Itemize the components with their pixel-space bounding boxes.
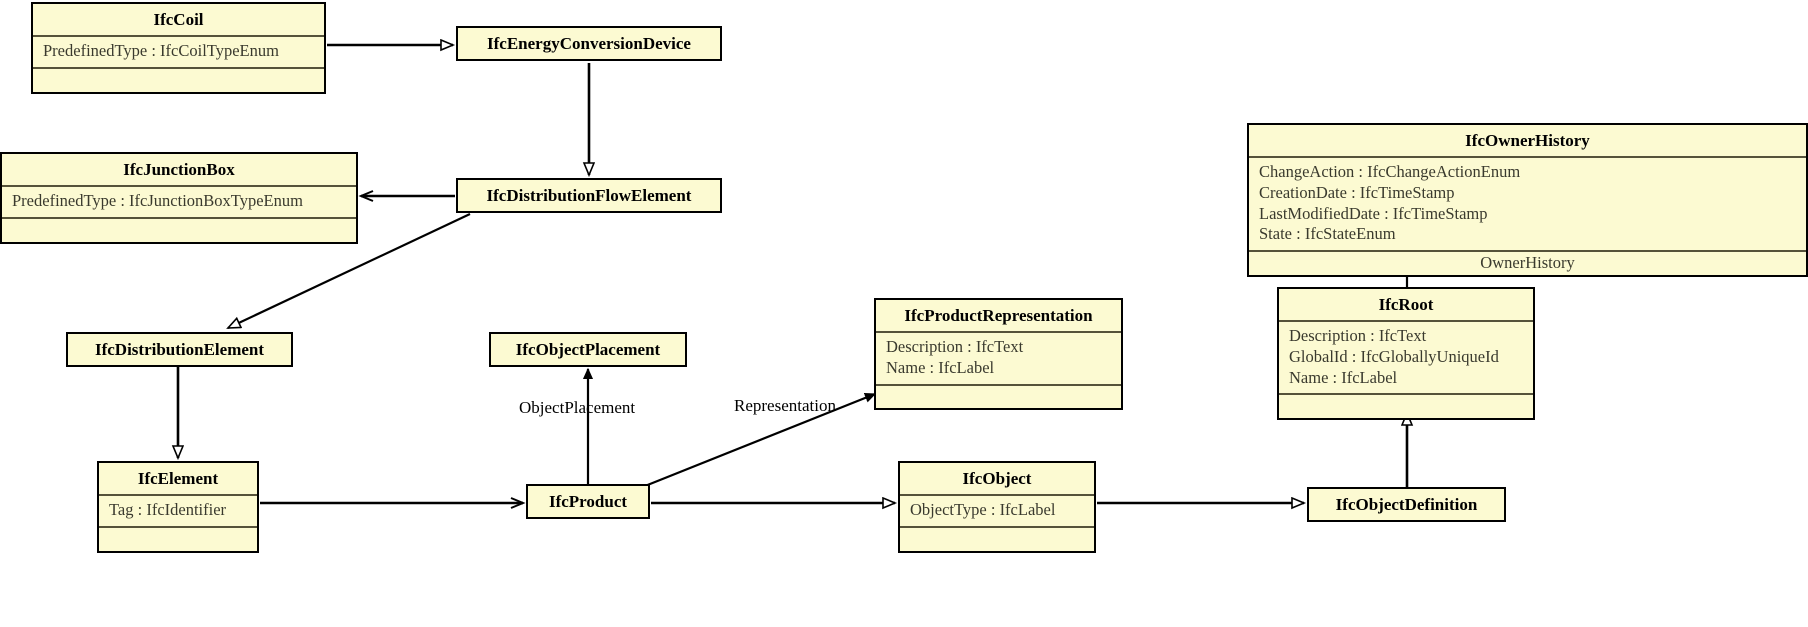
uml-class-name: IfcDistributionElement [94,340,265,359]
uml-class-name: IfcJunctionBox [123,160,235,179]
uml-operations-compartment [2,216,356,242]
uml-class-ifcdistributionelement[interactable]: IfcDistributionElement [66,332,293,368]
uml-class-name: IfcProductRepresentation [904,306,1093,325]
uml-attributes-compartment: PredefinedType : IfcCoilTypeEnum [33,35,324,67]
uml-attribute: Name : IfcLabel [1289,367,1398,387]
uml-class-name: IfcDistributionFlowElement [486,186,692,205]
uml-class-name: IfcRoot [1378,295,1434,314]
uml-attributes-compartment: PredefinedType : IfcJunctionBoxTypeEnum [2,185,356,217]
uml-operations-compartment [900,525,1094,551]
uml-attribute: ChangeAction : IfcChangeActionEnum [1259,162,1521,182]
uml-operations-compartment [33,66,324,92]
uml-attribute: Description : IfcText [1289,326,1427,346]
uml-operation: OwnerHistory [1480,253,1575,273]
uml-attribute: Tag : IfcIdentifier [109,500,227,520]
uml-attribute: GlobalId : IfcGloballyUniqueId [1289,346,1499,366]
uml-class-name: IfcOwnerHistory [1465,131,1590,150]
uml-class-ifcenergyconversiondevice[interactable]: IfcEnergyConversionDevice [456,26,722,62]
uml-operations-compartment: OwnerHistory [1249,250,1806,275]
uml-class-name: IfcEnergyConversionDevice [487,34,691,53]
uml-class-ifcproduct[interactable]: IfcProduct [526,484,650,520]
uml-class-name: IfcObjectPlacement [515,340,661,359]
uml-attribute: PredefinedType : IfcJunctionBoxTypeEnum [12,191,303,211]
label-objectplacement: ObjectPlacement [519,398,636,417]
uml-class-ifcobjectdefinition[interactable]: IfcObjectDefinition [1307,487,1506,523]
uml-operations-compartment [99,525,257,551]
uml-attribute: LastModifiedDate : IfcTimeStamp [1259,203,1488,223]
uml-class-name: IfcProduct [548,492,628,511]
uml-attribute: CreationDate : IfcTimeStamp [1259,182,1455,202]
uml-attributes-compartment: ObjectType : IfcLabel [900,494,1094,526]
uml-attribute: PredefinedType : IfcCoilTypeEnum [43,41,279,61]
uml-class-name: IfcObject [962,469,1032,488]
uml-class-ifcobjectplacement[interactable]: IfcObjectPlacement [489,332,687,368]
uml-attribute: State : IfcStateEnum [1259,224,1396,244]
uml-class-name: IfcCoil [153,10,204,29]
uml-class-name: IfcObjectDefinition [1335,495,1478,514]
uml-attribute: Description : IfcText [886,337,1024,357]
uml-operations-compartment [1279,393,1533,418]
uml-attributes-compartment: Tag : IfcIdentifier [99,494,257,526]
uml-attribute: ObjectType : IfcLabel [910,500,1056,520]
uml-operations-compartment [876,383,1121,409]
uml-attribute: Name : IfcLabel [886,357,995,377]
uml-class-ifcdistributionflowelement[interactable]: IfcDistributionFlowElement [456,178,722,214]
label-representation: Representation [734,396,836,415]
uml-class-name: IfcElement [137,469,219,488]
